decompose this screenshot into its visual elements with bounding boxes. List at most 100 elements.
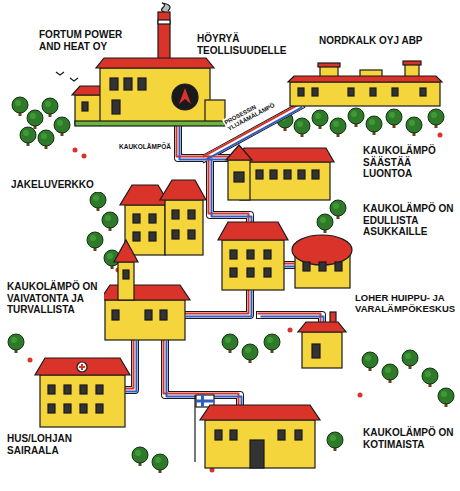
apartment-houses-part (133, 214, 140, 223)
apartment-block-part (264, 268, 271, 277)
trees-part (327, 432, 343, 451)
school-building-part (234, 172, 244, 182)
round-house-part (292, 235, 352, 265)
power-plant-part (161, 3, 170, 12)
school-building-part (240, 162, 330, 200)
nordkalk-plant-part (290, 82, 440, 106)
trees-part (152, 454, 168, 473)
trees-part (222, 334, 238, 353)
apartment-houses-part (149, 214, 156, 223)
power-plant-part (124, 78, 132, 90)
power-plant-part (158, 20, 170, 24)
trees-part (330, 200, 346, 219)
school-building (226, 145, 334, 200)
nordkalk-plant-part (318, 63, 340, 67)
apartment-block-part (222, 240, 284, 290)
pipes-part-part (210, 158, 250, 222)
pipes-part-part (210, 158, 250, 222)
apartment-block-part (230, 250, 237, 259)
callout-label: HÖYRYÄ TEOLLISUUDELLE (196, 32, 290, 57)
church-building-part (145, 310, 152, 320)
nordkalk-plant-part (370, 88, 376, 96)
apartment-houses-part (172, 210, 179, 219)
callout-label: LOHER HUIPPU- JA VARALÄMPÖKESKUS (354, 292, 456, 316)
hospital-building-part (80, 404, 87, 413)
town-hall-building-part (201, 395, 204, 407)
town-hall-building-part (250, 440, 264, 468)
school-building-part (284, 170, 291, 179)
apartment-houses-part (172, 230, 179, 239)
flowers-part (358, 393, 363, 398)
trees-part (242, 344, 258, 363)
hospital-building-part (35, 358, 130, 375)
church-building-part (100, 285, 190, 300)
apartment-block-part (264, 250, 271, 259)
pipes-part-part (187, 292, 252, 317)
nordkalk-plant-part (288, 76, 442, 82)
power-plant-part (96, 58, 214, 68)
callout-label: FORTUM POWER AND HEAT OY (38, 28, 132, 53)
pipes-part-part (185, 290, 250, 315)
apartment-block-part (247, 268, 254, 277)
apartment-block-part (218, 222, 288, 240)
pipes-part-part (212, 160, 252, 224)
nordkalk-plant-part (403, 61, 421, 65)
town-hall-building-part (196, 400, 214, 403)
trees-part (402, 350, 418, 369)
power-plant-part (75, 121, 225, 126)
power-plant-part (82, 102, 88, 111)
callout-label: NORDKALK OYJ ABP (318, 34, 456, 48)
hospital-building-part (64, 404, 71, 413)
nordkalk-plant-part (348, 88, 354, 96)
school-building-part (226, 145, 252, 160)
flowers-part (82, 154, 87, 159)
callout-label: KAUKOLÄMPÖ ON EDULLISTA ASUKKAILLE (362, 202, 456, 239)
power-plant-part (138, 78, 146, 90)
nordkalk-plant-part (312, 88, 318, 96)
trees-part (264, 334, 280, 353)
trees-part (12, 97, 28, 116)
trees-part (132, 447, 148, 466)
apartment-houses-part (149, 232, 156, 241)
hospital-building-part (96, 385, 103, 394)
pipes-part-part (184, 289, 249, 314)
town-hall-building-part (215, 430, 222, 440)
trees-part (20, 127, 36, 146)
hospital-building-part (80, 385, 87, 394)
apartment-houses-part (133, 232, 140, 241)
school-building-part (312, 170, 319, 179)
trees-part (386, 109, 402, 128)
trees-part (330, 118, 346, 137)
heat-plant-building-part (302, 332, 342, 368)
trees-part (348, 108, 364, 127)
church-building-part (123, 270, 129, 279)
hospital-building-part (96, 404, 103, 413)
callout-label: KAUKOLÄMPÖÄ (118, 142, 174, 151)
apartment-houses-part (188, 230, 195, 239)
round-house-part (335, 262, 342, 271)
town-hall-building-part (278, 430, 285, 440)
apartment-houses-part (125, 205, 165, 255)
callout-label: HUS/LOHJAN SAIRAALA (6, 432, 98, 457)
school-building-part (256, 170, 263, 179)
apartment-houses-part (165, 200, 203, 255)
pipes-part-part (284, 261, 295, 269)
trees-part (428, 109, 444, 128)
trees-part (87, 232, 103, 251)
apartment-block (218, 222, 288, 290)
trees-part (382, 364, 398, 383)
power-plant-part (112, 100, 120, 114)
power-plant-part (110, 78, 118, 90)
power-plant-part (100, 68, 210, 125)
pipes-part-part (185, 290, 250, 315)
trees-part (38, 130, 54, 149)
apartment-block-part (247, 250, 254, 259)
hospital-building-part (40, 375, 125, 427)
nordkalk-plant-part (298, 88, 304, 96)
church-building-part (105, 300, 185, 340)
round-house-part (319, 262, 326, 271)
school-building-part (270, 170, 277, 179)
trees-part (317, 214, 333, 233)
trees-part (294, 118, 310, 137)
